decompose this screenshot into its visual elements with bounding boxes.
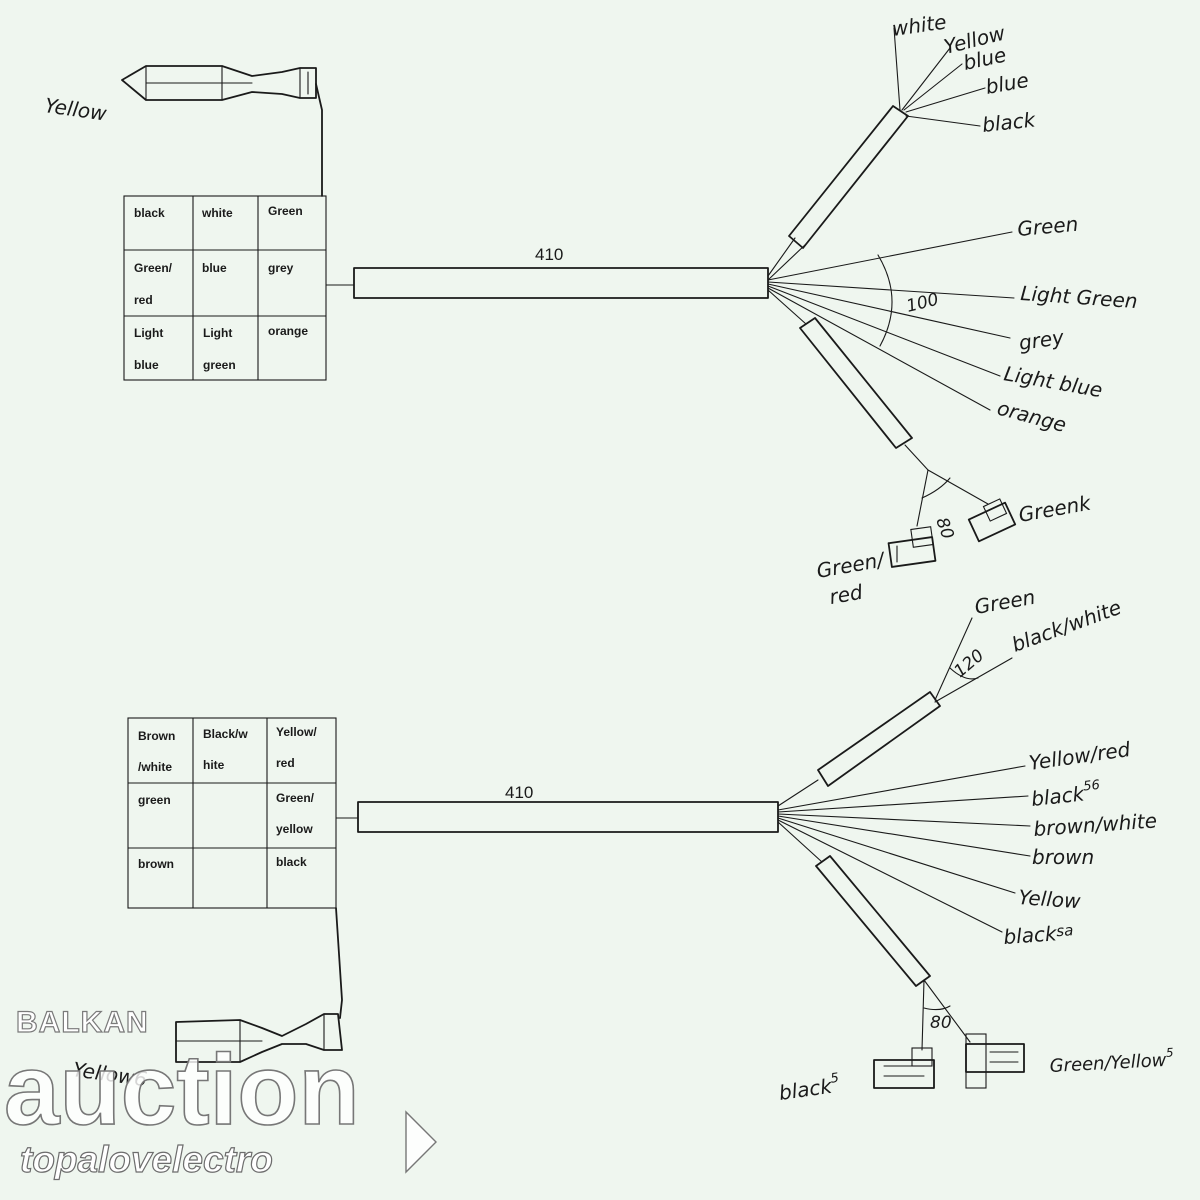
fan-wire-label: grey bbox=[1017, 325, 1066, 355]
fan-wire-label: Yellow bbox=[1018, 885, 1082, 913]
table-cell: grey bbox=[268, 261, 294, 275]
table-cell: orange bbox=[268, 324, 308, 338]
fan-wire-label: orange bbox=[995, 396, 1069, 437]
table-cell: white bbox=[201, 206, 233, 220]
watermark-brand-top: BALKAN bbox=[16, 1006, 149, 1039]
table-cell: black bbox=[276, 855, 307, 869]
fan-wire-label: Light Green bbox=[1020, 281, 1139, 313]
top-harness: Yellow black white Green Green/red blue … bbox=[43, 10, 1139, 610]
table-cell: Green bbox=[268, 204, 303, 218]
right-connector-label: Green/Yellow5 bbox=[1049, 1046, 1175, 1077]
bottom-trunk bbox=[357, 801, 779, 833]
watermark-brand-main: auction bbox=[4, 1034, 360, 1146]
upper-wire-label: black bbox=[981, 107, 1038, 137]
table-cell: Yellow/red bbox=[276, 725, 317, 770]
bottom-upper-branch bbox=[777, 617, 1013, 807]
upper-branch-length-label: 120 bbox=[950, 646, 988, 682]
table-cell: blue bbox=[202, 261, 227, 275]
fan-wire-label: Green bbox=[1016, 212, 1079, 241]
split-length-label: 80 bbox=[931, 515, 957, 542]
top-trunk-length: 410 bbox=[535, 245, 563, 264]
top-lower-branch bbox=[767, 289, 1017, 568]
right-connector-label: Greenk bbox=[1017, 490, 1094, 526]
top-upper-branch bbox=[767, 27, 986, 281]
play-triangle-icon bbox=[405, 1110, 437, 1174]
left-connector-label: black5 bbox=[777, 1071, 841, 1105]
bottom-plug bbox=[175, 907, 343, 1063]
right-connector bbox=[965, 1043, 1025, 1073]
fan-wire-label: Yellow/red bbox=[1027, 737, 1132, 775]
watermark: BALKAN auction topalovelectro bbox=[3, 1005, 437, 1181]
top-pin-table: black white Green Green/red blue grey Li… bbox=[123, 195, 327, 381]
upper-wire-label: Green bbox=[973, 585, 1037, 619]
table-cell: Green/red bbox=[134, 261, 173, 307]
left-connector bbox=[887, 536, 937, 568]
fan-wire-label: black56 bbox=[1030, 778, 1102, 811]
table-cell: green bbox=[138, 793, 171, 807]
table-cell: Brown/white bbox=[138, 729, 175, 774]
upper-wire-label: blue bbox=[984, 68, 1031, 99]
fan-wire-label: blacksa bbox=[1003, 920, 1075, 949]
table-cell: Green/yellow bbox=[276, 791, 315, 836]
fan-length-label: 100 bbox=[904, 290, 940, 317]
bottom-fan-wires bbox=[777, 765, 1031, 933]
bottom-lower-branch bbox=[777, 821, 1025, 1089]
split-length-label: 80 bbox=[930, 1013, 952, 1033]
fan-wire-label: Light blue bbox=[1002, 361, 1104, 402]
bottom-trunk-length: 410 bbox=[505, 783, 533, 802]
fan-wire-label: brown bbox=[1032, 845, 1094, 869]
right-connector bbox=[967, 501, 1017, 543]
left-connector bbox=[873, 1059, 935, 1089]
watermark-site: topalovelectro bbox=[20, 1139, 273, 1180]
left-connector-label: Green/red bbox=[815, 547, 893, 610]
table-cell: brown bbox=[138, 857, 174, 871]
top-trunk bbox=[353, 267, 769, 299]
fan-wire-label: brown/white bbox=[1033, 808, 1158, 841]
top-plug bbox=[121, 65, 323, 197]
top-fan-wires bbox=[767, 231, 1015, 411]
top-plug-label: Yellow bbox=[43, 93, 108, 125]
upper-wire-label: white bbox=[890, 10, 948, 41]
table-cell: black bbox=[134, 206, 165, 220]
